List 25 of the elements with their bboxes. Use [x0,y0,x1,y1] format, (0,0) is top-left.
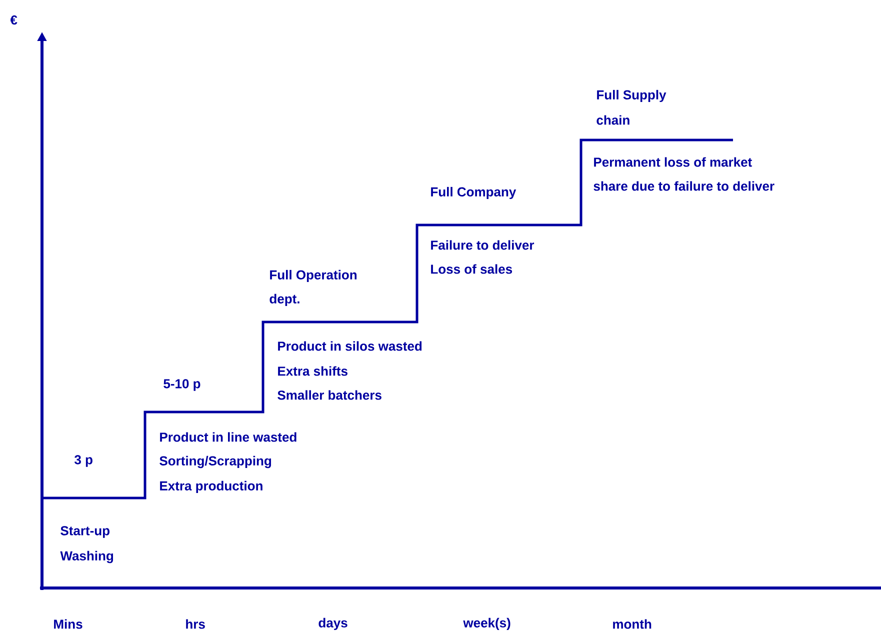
label-text: Washing [60,550,114,564]
label-text: Product in line wasted [160,432,296,442]
label-text: 5-10 p [164,379,200,391]
label-text: Loss of sales [431,264,512,274]
axis-label: Mins [54,619,82,629]
label-text: share due to failure to deliver [594,181,774,191]
label-text: dept. [270,294,300,306]
axis-label: hrs [186,619,205,629]
label-text: Start-up [60,526,110,538]
label-text: Extra production [160,480,262,494]
label-text: 3 p [74,455,92,467]
label-text: Full Company [431,186,516,200]
label-text: Failure to deliver [431,240,534,250]
label-text: Full Operation [270,270,356,282]
axis-label: days [318,618,348,630]
label-text: chain [596,115,630,125]
label-text: Permanent loss of market [594,157,752,167]
axis-label: month [613,619,652,629]
currency-symbol: € [10,15,18,25]
label-text: Sorting/Scrapping [160,456,272,468]
label-text: Smaller batchers [278,390,382,400]
label-text: Extra shifts [278,366,348,376]
label-text: Product in silos wasted [278,341,422,351]
label-text: Full Supply [597,90,666,102]
axis-label: week(s) [463,618,510,630]
